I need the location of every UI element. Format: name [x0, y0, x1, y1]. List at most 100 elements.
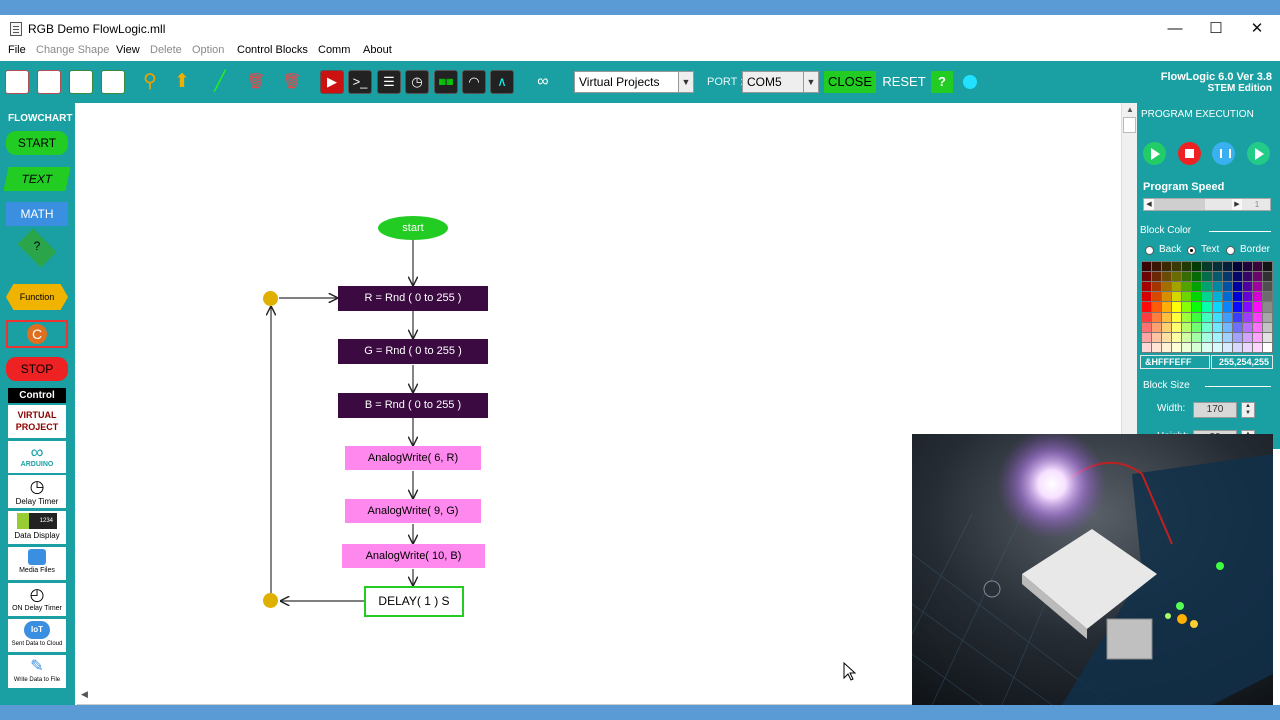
- color-swatch[interactable]: [1162, 322, 1172, 332]
- color-swatch[interactable]: [1142, 332, 1152, 342]
- gauge-icon[interactable]: ◠: [462, 70, 486, 94]
- delete-connector-icon[interactable]: 🗑: [246, 73, 266, 90]
- text-block-tool[interactable]: TEXT: [3, 167, 71, 191]
- color-swatch[interactable]: [1212, 342, 1222, 352]
- vertical-scrollbar[interactable]: ▲: [1121, 103, 1137, 449]
- color-swatch[interactable]: [1162, 332, 1172, 342]
- color-swatch[interactable]: [1182, 302, 1192, 312]
- color-swatch[interactable]: [1192, 312, 1202, 322]
- menu-option[interactable]: Option: [192, 44, 225, 56]
- color-swatch[interactable]: [1242, 292, 1252, 302]
- display-icon[interactable]: ▦▦: [434, 70, 458, 94]
- color-swatch[interactable]: [1252, 342, 1262, 352]
- color-swatch[interactable]: [1212, 322, 1222, 332]
- menu-about[interactable]: About: [363, 44, 392, 56]
- color-swatch[interactable]: [1162, 262, 1172, 272]
- color-swatch[interactable]: [1142, 262, 1152, 272]
- color-swatch[interactable]: [1142, 292, 1152, 302]
- color-swatch[interactable]: [1252, 302, 1262, 312]
- width-stepper[interactable]: ▲▼: [1241, 402, 1255, 418]
- color-swatch[interactable]: [1222, 332, 1232, 342]
- color-swatch[interactable]: [1202, 292, 1212, 302]
- color-swatch[interactable]: [1212, 292, 1222, 302]
- color-swatch[interactable]: [1242, 272, 1252, 282]
- color-swatch[interactable]: [1232, 312, 1242, 322]
- search-icon[interactable]: ⚲: [143, 71, 157, 92]
- color-swatch[interactable]: [1222, 302, 1232, 312]
- color-swatch[interactable]: [1252, 292, 1262, 302]
- color-swatch[interactable]: [1252, 262, 1262, 272]
- color-swatch[interactable]: [1162, 292, 1172, 302]
- open-file-icon[interactable]: [37, 70, 61, 94]
- color-swatch[interactable]: [1192, 322, 1202, 332]
- color-swatch[interactable]: [1192, 292, 1202, 302]
- flow-delay-block[interactable]: DELAY( 1 ) S: [364, 586, 464, 617]
- color-swatch[interactable]: [1252, 272, 1262, 282]
- color-swatch[interactable]: [1262, 272, 1272, 282]
- color-swatch[interactable]: [1262, 302, 1272, 312]
- arduino-icon[interactable]: ∞: [537, 73, 549, 90]
- color-swatch[interactable]: [1172, 272, 1182, 282]
- color-swatch[interactable]: [1242, 312, 1252, 322]
- draw-line-icon[interactable]: ╱: [214, 71, 226, 92]
- rgb-color-field[interactable]: 255,254,255: [1211, 355, 1273, 369]
- menu-comm[interactable]: Comm: [318, 44, 351, 56]
- color-swatch[interactable]: [1202, 262, 1212, 272]
- function-block-tool[interactable]: Function: [6, 284, 68, 310]
- color-swatch[interactable]: [1212, 332, 1222, 342]
- stop-button[interactable]: [1178, 142, 1201, 165]
- color-swatch[interactable]: [1252, 312, 1262, 322]
- close-port-button[interactable]: CLOSE: [824, 71, 876, 93]
- color-swatch[interactable]: [1252, 332, 1262, 342]
- color-swatch[interactable]: [1172, 302, 1182, 312]
- color-swatch[interactable]: [1252, 282, 1262, 292]
- help-button[interactable]: ?: [931, 71, 953, 93]
- flow-analogwrite-b[interactable]: AnalogWrite( 10, B): [342, 544, 485, 568]
- flow-analogwrite-r[interactable]: AnalogWrite( 6, R): [345, 446, 481, 470]
- color-swatch[interactable]: [1152, 272, 1162, 282]
- color-swatch[interactable]: [1192, 302, 1202, 312]
- color-swatch[interactable]: [1172, 262, 1182, 272]
- list-icon[interactable]: ☰: [377, 70, 401, 94]
- color-swatch[interactable]: [1242, 302, 1252, 312]
- color-swatch[interactable]: [1202, 282, 1212, 292]
- color-swatch[interactable]: [1182, 262, 1192, 272]
- color-swatch[interactable]: [1222, 272, 1232, 282]
- color-swatch[interactable]: [1172, 342, 1182, 352]
- color-swatch[interactable]: [1192, 282, 1202, 292]
- color-swatch[interactable]: [1262, 282, 1272, 292]
- start-block-tool[interactable]: START: [6, 131, 68, 155]
- scroll-left-icon[interactable]: ◀: [81, 689, 88, 699]
- delete-block-icon[interactable]: 🗑: [282, 73, 302, 90]
- color-swatch[interactable]: [1152, 282, 1162, 292]
- color-swatch[interactable]: [1172, 292, 1182, 302]
- color-swatch[interactable]: [1142, 272, 1152, 282]
- color-swatch[interactable]: [1262, 332, 1272, 342]
- horizontal-scrollbar[interactable]: [77, 704, 912, 705]
- menu-delete[interactable]: Delete: [150, 44, 182, 56]
- flow-assign-g[interactable]: G = Rnd ( 0 to 255 ): [338, 339, 488, 364]
- close-window-button[interactable]: ✕: [1250, 20, 1264, 37]
- color-swatch[interactable]: [1212, 272, 1222, 282]
- color-swatch[interactable]: [1162, 282, 1172, 292]
- color-swatch[interactable]: [1182, 282, 1192, 292]
- color-swatch[interactable]: [1142, 322, 1152, 332]
- color-swatch[interactable]: [1142, 312, 1152, 322]
- color-swatch[interactable]: [1262, 312, 1272, 322]
- color-swatch[interactable]: [1262, 262, 1272, 272]
- color-swatch[interactable]: [1192, 272, 1202, 282]
- color-swatch[interactable]: [1142, 342, 1152, 352]
- color-swatch[interactable]: [1262, 322, 1272, 332]
- color-swatch[interactable]: [1222, 292, 1232, 302]
- new-file-icon[interactable]: [5, 70, 29, 94]
- color-swatch[interactable]: [1172, 322, 1182, 332]
- plot-icon[interactable]: ∧: [490, 70, 514, 94]
- color-swatch[interactable]: [1182, 332, 1192, 342]
- color-swatch[interactable]: [1192, 332, 1202, 342]
- scrollbar-thumb[interactable]: [1123, 117, 1136, 133]
- slider-left-icon[interactable]: ◀: [1144, 199, 1154, 210]
- color-swatch[interactable]: [1202, 322, 1212, 332]
- reset-button[interactable]: RESET: [882, 74, 926, 89]
- color-swatch[interactable]: [1142, 302, 1152, 312]
- menu-control-blocks[interactable]: Control Blocks: [237, 44, 308, 56]
